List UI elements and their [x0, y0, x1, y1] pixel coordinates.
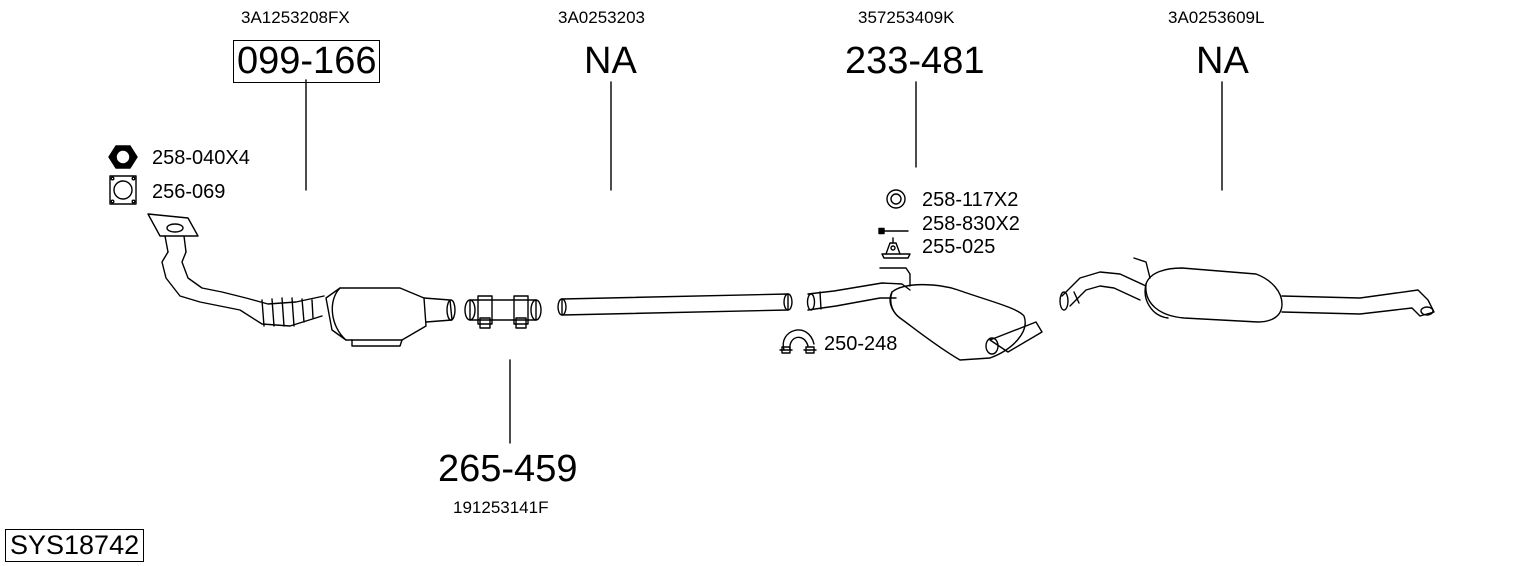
rear-silencer-oem: 3A0253609L — [1168, 8, 1265, 27]
clamp-icon — [779, 329, 817, 354]
mid-pipe-number[interactable]: NA — [584, 40, 637, 82]
middle-silencer-icon — [806, 267, 1043, 361]
clamp-number[interactable]: 250-248 — [824, 333, 898, 355]
connector-icon — [464, 295, 542, 329]
middle-silencer-number[interactable]: 233-481 — [845, 40, 985, 82]
rear-silencer-icon — [1059, 257, 1435, 323]
front-pipe-oem: 3A1253208FX — [241, 8, 350, 27]
front-pipe-icon — [147, 213, 456, 347]
ring-number[interactable]: 258-117X2 — [922, 189, 1019, 211]
middle-silencer-oem: 357253409K — [858, 8, 955, 27]
nut-icon — [108, 145, 138, 169]
bolt-icon — [878, 227, 909, 235]
system-id: SYS18742 — [5, 529, 145, 562]
gasket-icon — [109, 175, 137, 205]
nut-number[interactable]: 258-040X4 — [152, 147, 250, 169]
gasket-number[interactable]: 256-069 — [152, 181, 226, 203]
connector-oem: 191253141F — [453, 498, 549, 517]
mid-pipe-icon — [557, 293, 793, 316]
front-pipe-number[interactable]: 099-166 — [233, 40, 381, 83]
connector-number[interactable]: 265-459 — [438, 448, 578, 490]
mid-pipe-oem: 3A0253203 — [558, 8, 645, 27]
ring-icon — [886, 189, 906, 209]
mount-number[interactable]: 255-025 — [922, 236, 996, 258]
bolt-number[interactable]: 258-830X2 — [922, 213, 1020, 235]
rear-silencer-number[interactable]: NA — [1196, 40, 1249, 82]
mount-icon — [881, 237, 911, 259]
